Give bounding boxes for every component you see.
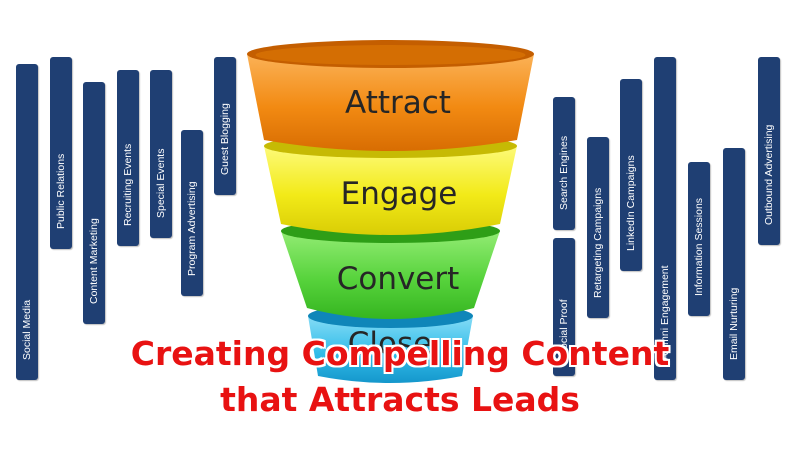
stage-label-attract: Attract [345, 85, 451, 121]
tag-social-media: Social Media [16, 64, 38, 380]
tag-special-events: Special Events [150, 70, 172, 238]
stage-label-close: Close [348, 326, 432, 362]
tag-linkedin-campaigns: LinkedIn Campaigns [620, 79, 642, 271]
headline-line-2: that Attracts Leads [220, 380, 580, 419]
tag-guest-blogging: Guest Blogging [214, 57, 236, 195]
stage-label-convert: Convert [337, 261, 460, 297]
tag-outbound-advertising: Outbound Advertising [758, 57, 780, 245]
tag-public-relations: Public Relations [50, 57, 72, 249]
tag-recruiting-events: Recruiting Events [117, 70, 139, 246]
tag-email-nurturing: Email Nurturing [723, 148, 745, 380]
tag-search-engines: Search Engines [553, 97, 575, 230]
stage-label-engage: Engage [341, 176, 458, 212]
headline-line-1: Creating Compelling Content [130, 334, 670, 373]
tag-retargeting-campaigns: Retargeting Campaigns [587, 137, 609, 318]
funnel-stage-attract: Attract [247, 40, 534, 151]
tag-information-sessions: Information Sessions [688, 162, 710, 316]
tag-alumni-engagement: Alumni Engagement [654, 57, 676, 380]
tag-content-marketing: Content Marketing [83, 82, 105, 324]
tag-program-advertising: Program Advertising [181, 130, 203, 296]
tag-social-proof: Social Proof [553, 238, 575, 376]
